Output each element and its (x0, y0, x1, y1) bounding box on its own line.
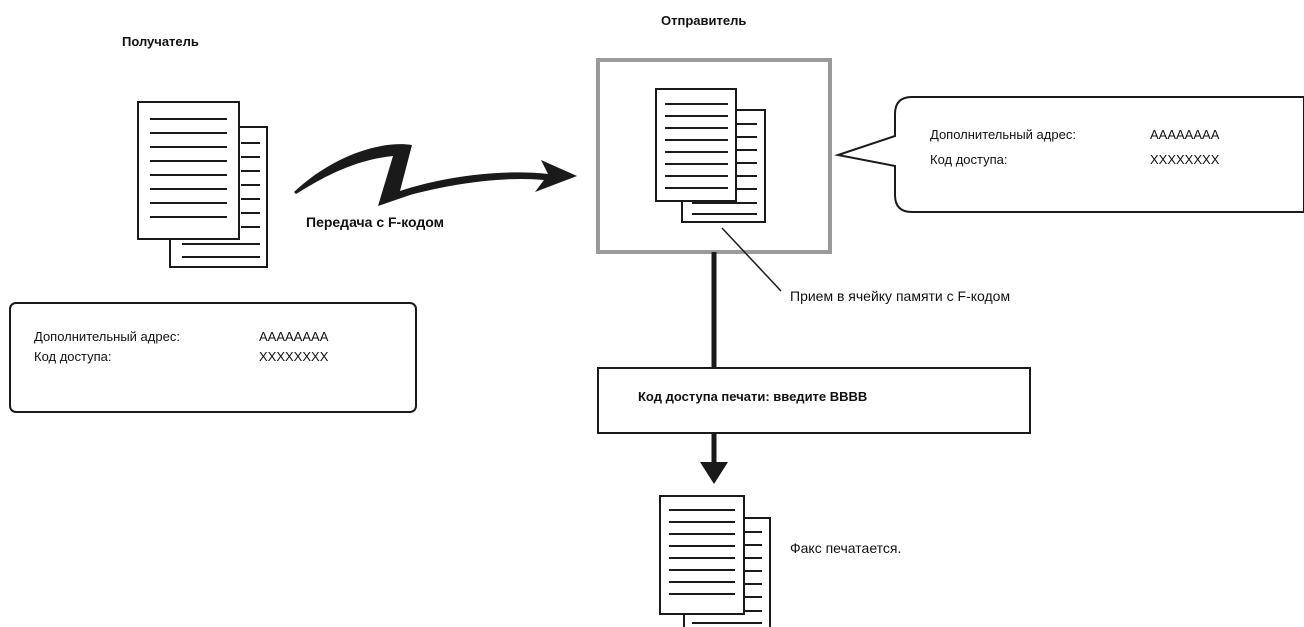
sender-passcode-label: Код доступа: (930, 152, 1008, 167)
transmission-arrow-icon (294, 144, 577, 206)
receiver-info-box (9, 302, 417, 413)
sender-document-stack-icon (655, 88, 766, 223)
arrow-down-icon (700, 462, 728, 484)
sender-info-bubble (834, 96, 1304, 213)
transmission-label: Передача с F-кодом (306, 214, 445, 230)
memory-box-callout-line (721, 227, 782, 292)
printed-fax-document-stack-icon (659, 495, 771, 627)
fax-printed-label: Факс печатается. (790, 540, 902, 556)
receiver-subaddress-value: AAAAAAAA (259, 329, 329, 344)
receiver-subaddress-label: Дополнительный адрес: (34, 329, 180, 344)
receiver-passcode-value: XXXXXXXX (259, 349, 329, 364)
sender-passcode-value: XXXXXXXX (1150, 152, 1220, 167)
receiver-heading: Получатель (122, 34, 199, 49)
receiver-document-stack-icon (137, 101, 268, 268)
memory-box-label: Прием в ячейку памяти с F-кодом (790, 288, 1011, 304)
print-passcode-label: Код доступа печати: введите BBBB (638, 389, 868, 404)
sender-subaddress-label: Дополнительный адрес: (930, 127, 1076, 142)
sender-subaddress-value: AAAAAAAA (1150, 127, 1220, 142)
print-passcode-box (597, 367, 1031, 434)
receiver-passcode-label: Код доступа: (34, 349, 112, 364)
sender-heading: Отправитель (661, 13, 747, 28)
